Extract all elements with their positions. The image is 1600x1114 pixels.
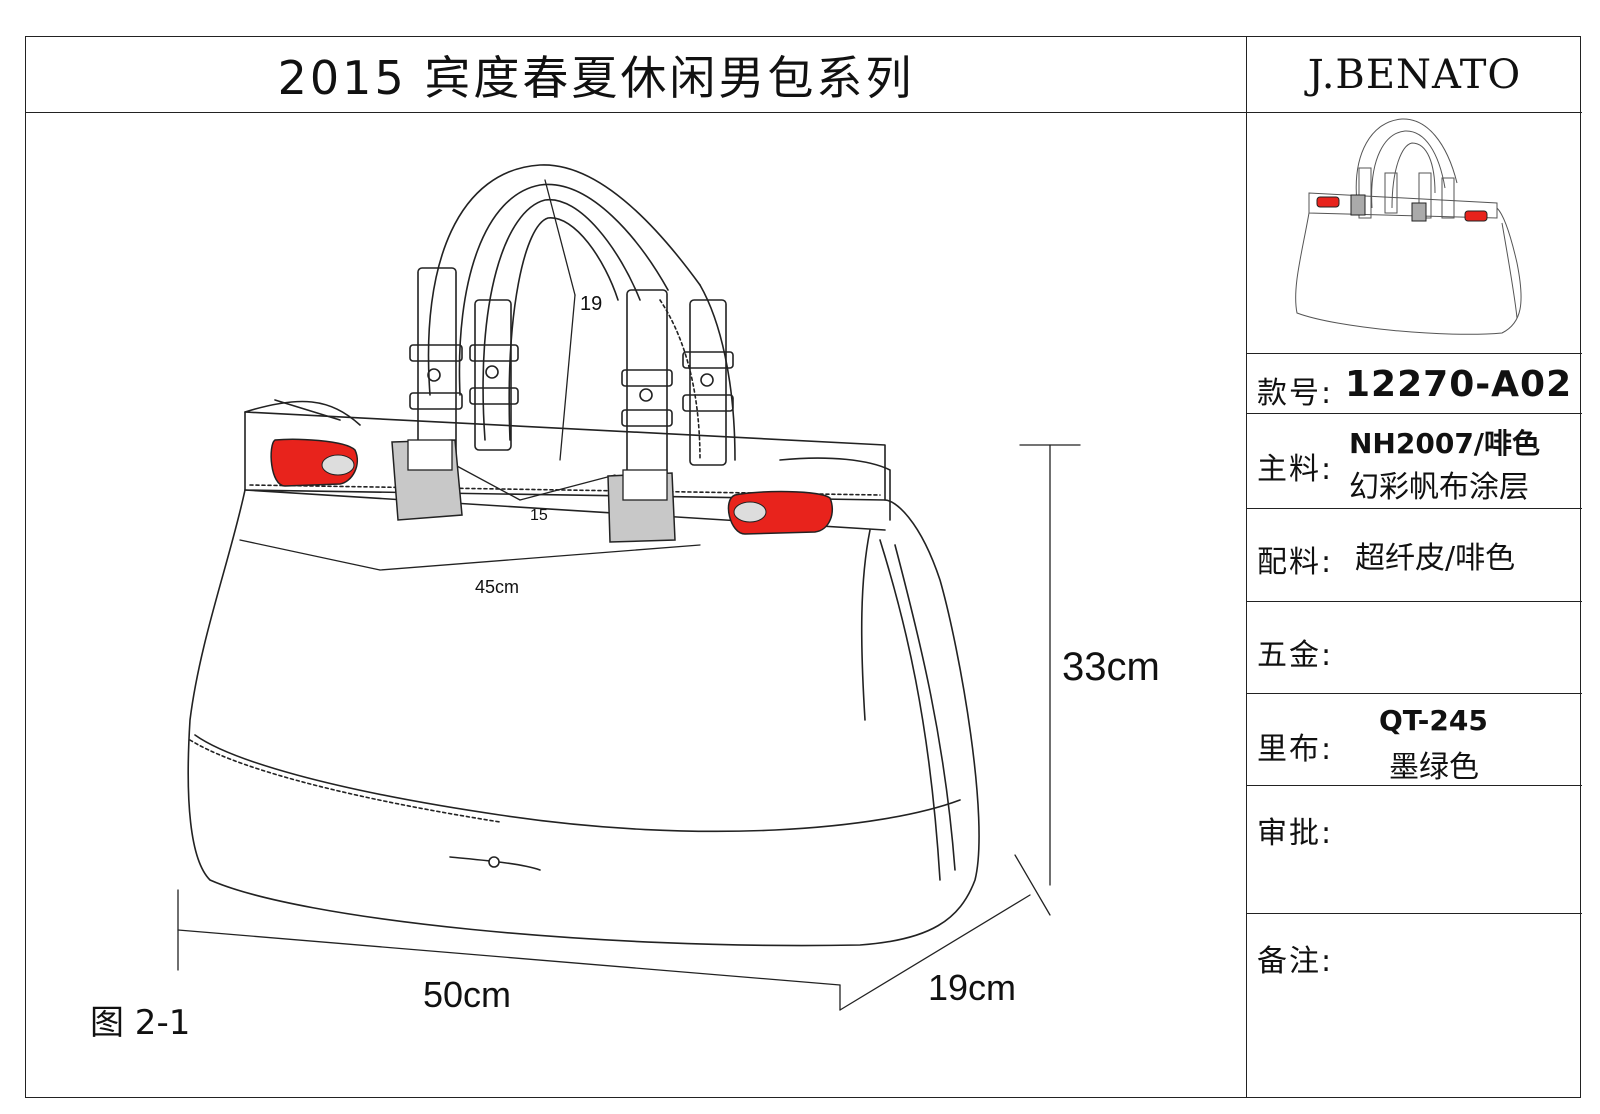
style-no-label: 款号:	[1257, 376, 1334, 411]
style-no-value: 12270-A02	[1345, 364, 1573, 405]
hardware-label: 五金:	[1257, 638, 1334, 673]
red-accent-tab-right-icon	[727, 490, 834, 535]
accessory-label: 配料:	[1257, 545, 1334, 580]
lining-row: 里布: QT-245 墨绿色	[1247, 694, 1582, 786]
sheet-title-row: 2015 宾度春夏休闲男包系列	[26, 37, 1246, 113]
red-accent-tab-left-icon	[270, 438, 359, 487]
brand-name: J.BENATO	[1247, 37, 1582, 113]
main-material-label: 主料:	[1257, 452, 1334, 487]
handbag-thumbnail-icon	[1295, 118, 1522, 335]
approval-row: 审批:	[1247, 786, 1582, 914]
sheet-title: 2015 宾度春夏休闲男包系列	[277, 50, 915, 105]
dim-width: 50cm	[423, 974, 511, 1015]
lining-label: 里布:	[1257, 732, 1334, 767]
lining-line1: QT-245	[1379, 704, 1488, 737]
style-no-row: 款号: 12270-A02	[1247, 354, 1582, 414]
figure-label: 图 2-1	[90, 1003, 191, 1043]
spec-sidebar: J.BENATO	[1246, 37, 1582, 1097]
dim-handle-drop: 19	[580, 293, 602, 315]
main-material-row: 主料: NH2007/啡色 幻彩帆布涂层	[1247, 414, 1582, 509]
spec-sheet: 2015 宾度春夏休闲男包系列 J.BENATO	[25, 36, 1582, 1098]
dim-top-width: 45cm	[475, 577, 519, 597]
dim-height: 33cm	[1062, 645, 1160, 689]
accessory-row: 配料: 超纤皮/啡色	[1247, 509, 1582, 602]
hardware-row: 五金:	[1247, 602, 1582, 694]
dim-handle-spacing: 15	[530, 507, 548, 524]
thumbnail-cell	[1247, 113, 1582, 354]
dim-depth: 19cm	[928, 967, 1016, 1008]
remarks-row: 备注:	[1247, 914, 1582, 1054]
main-material-line1: NH2007/啡色	[1349, 427, 1541, 460]
main-material-line2: 幻彩帆布涂层	[1349, 470, 1529, 505]
lining-line2: 墨绿色	[1389, 750, 1479, 785]
accessory-value: 超纤皮/啡色	[1355, 541, 1516, 576]
approval-label: 审批:	[1257, 816, 1334, 851]
remarks-label: 备注:	[1257, 944, 1334, 979]
